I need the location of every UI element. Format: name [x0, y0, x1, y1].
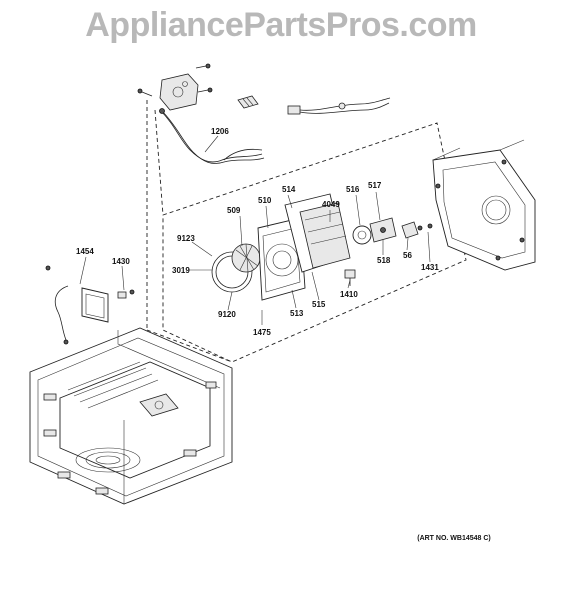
callout-514: 514	[282, 185, 296, 194]
harness-1206-part	[159, 108, 265, 164]
callout-518: 518	[377, 256, 391, 265]
art-number-label: (ART NO. WB14548 C)	[417, 535, 491, 542]
callout-1431: 1431	[421, 263, 439, 272]
callout-1206: 1206	[211, 127, 229, 136]
callout-56: 56	[403, 251, 412, 260]
side-bracket-part	[45, 265, 135, 345]
callout-1410: 1410	[340, 290, 358, 299]
assembly-boundary	[146, 100, 467, 363]
sensor-1410-part	[344, 269, 356, 286]
callout-515: 515	[312, 300, 326, 309]
callout-1430: 1430	[112, 257, 130, 266]
connector-block-part	[237, 95, 259, 109]
callout-4049: 4049	[322, 200, 340, 209]
callout-labels: 1206 514 516 517 4049 510 509 9123 3019 …	[76, 127, 439, 337]
callout-517: 517	[368, 181, 382, 190]
top-bracket-part	[137, 63, 213, 111]
callout-509: 509	[227, 206, 241, 215]
oven-cavity-part	[29, 327, 233, 505]
leader-lines	[79, 135, 431, 325]
rear-cover-part	[432, 139, 536, 271]
callout-3019: 3019	[172, 266, 190, 275]
fan-element-part	[211, 243, 261, 293]
callout-9120: 9120	[218, 310, 236, 319]
callout-1454: 1454	[76, 247, 94, 256]
wire-harness-small-part	[287, 97, 391, 115]
motor-part	[352, 217, 433, 245]
callout-516: 516	[346, 185, 360, 194]
watermark-text: AppliancePartsPros.com	[85, 6, 477, 44]
callout-513: 513	[290, 309, 304, 318]
callout-510: 510	[258, 196, 272, 205]
callout-1475: 1475	[253, 328, 271, 337]
callout-9123: 9123	[177, 234, 195, 243]
